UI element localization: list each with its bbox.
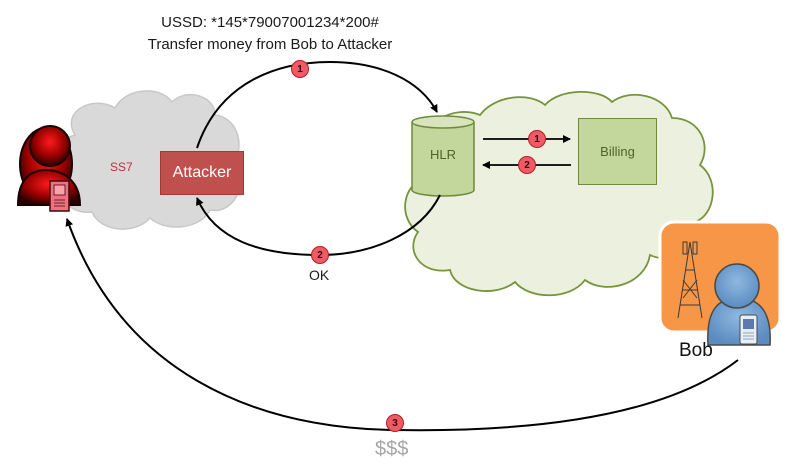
arrow-attacker-to-hlr [196,60,438,149]
cell-tower-icon [677,241,703,319]
step-badge-1-billing-request: 1 [528,130,546,148]
step-badge-2-billing-response: 2 [518,156,536,174]
bob-tile [658,220,782,346]
hlr-cylinder [411,115,475,197]
ok-label: OK [309,267,330,283]
billing-node: Billing [578,118,657,185]
bob-person-icon [707,263,771,346]
hlr-label: HLR [429,147,456,162]
phone-icon [49,180,70,212]
money-label: $$$ [375,438,409,460]
phone-icon [739,314,758,345]
attacker-user-icon [16,125,82,212]
step-badge-1-ussd: 1 [291,60,309,78]
transfer-description-label: Transfer money from Bob to Attacker [147,36,393,53]
ussd-code-label: USSD: *145*79007001234*200# [161,14,379,31]
ss7-label: SS7 [110,160,133,174]
bob-label: Bob [679,340,713,361]
attacker-node: Attacker [160,151,244,195]
step-badge-2-ok: 2 [311,246,329,264]
step-badge-3-money: 3 [386,414,404,432]
